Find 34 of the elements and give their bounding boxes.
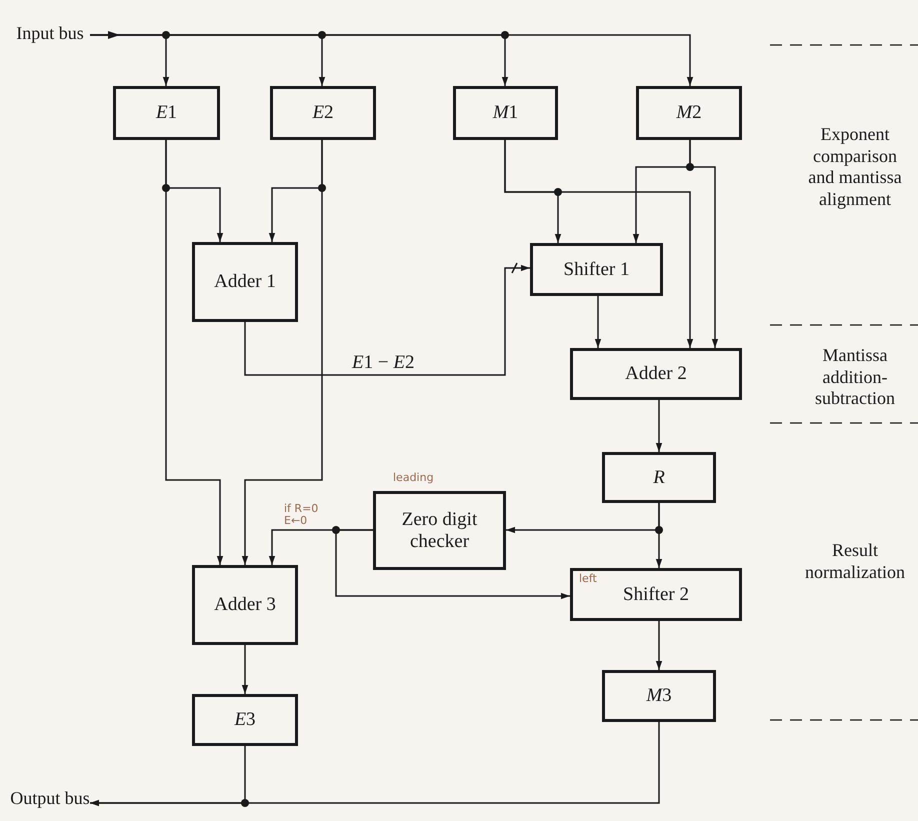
bus-label: Output bus (10, 778, 90, 820)
stage-label: Mantissa addition-subtraction (814, 345, 896, 410)
handwritten-note: leading (393, 472, 434, 484)
register-box: E2 (270, 86, 376, 140)
block-title: Shifter 2 (623, 584, 689, 606)
register-box: M1 (453, 86, 558, 140)
arrow (242, 140, 323, 565)
register-box: Adder 3 (192, 565, 298, 645)
arrow (244, 264, 530, 376)
arrow (90, 722, 660, 806)
stage-label: Exponent comparison and mantissa alignment (807, 124, 903, 210)
register-box: M2 (636, 86, 742, 140)
register-box: Shifter 1 (530, 243, 663, 296)
bus-label: Input bus (10, 8, 90, 60)
register-box: E1 (113, 86, 220, 140)
arrow (504, 140, 694, 348)
register-box: Adder 2 (570, 348, 742, 400)
register-box: E3 (192, 694, 298, 746)
arrow (335, 529, 570, 600)
register-box: Adder 1 (192, 242, 298, 322)
arrow (165, 140, 224, 565)
arrow (689, 140, 718, 348)
arrow (656, 621, 662, 670)
register-box: M3 (602, 670, 716, 722)
handwritten-note: left (579, 573, 597, 586)
stage-label: Result normalization (804, 540, 906, 584)
register-box (570, 568, 742, 621)
register-box: R (602, 452, 716, 503)
register-box: Zero digit checker (373, 491, 506, 570)
arrow (656, 503, 662, 568)
arrow (90, 34, 694, 86)
arrow (242, 645, 248, 694)
arrow (656, 400, 662, 452)
arrow (594, 296, 602, 348)
